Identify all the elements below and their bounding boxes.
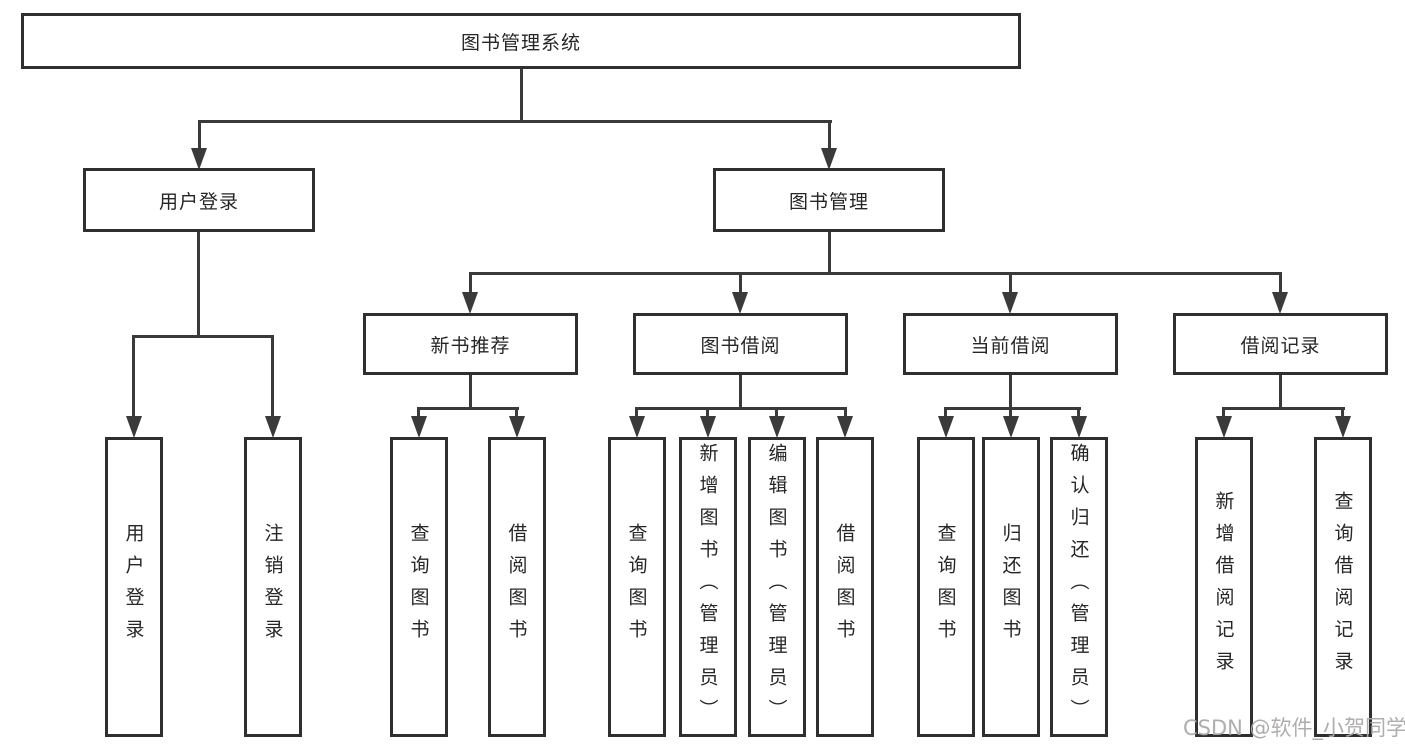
leaf-label: 注销登录 [261, 523, 284, 651]
connector-line [198, 120, 201, 151]
arrowhead-down-icon [1272, 292, 1288, 314]
connector-line [844, 407, 847, 419]
leaf-return-books: 归还图书 [982, 437, 1040, 737]
node-label: 当前借阅 [970, 334, 1051, 357]
arrowhead-down-icon [938, 416, 954, 438]
arrowhead-down-icon [821, 148, 837, 170]
connector-line [469, 272, 472, 295]
connector-line [828, 120, 831, 151]
connector-line [1009, 407, 1012, 419]
arrowhead-down-icon [265, 416, 281, 438]
connector-line [271, 335, 274, 419]
connector-line [635, 407, 847, 410]
arrowhead-down-icon [732, 292, 748, 314]
node-label: 新书推荐 [430, 334, 511, 357]
connector-line [1222, 407, 1225, 419]
node-book-borrowing: 图书借阅 [633, 313, 848, 375]
arrowhead-down-icon [769, 416, 785, 438]
connector-line [132, 335, 135, 419]
connector-line [198, 120, 832, 123]
node-current-borrowing: 当前借阅 [903, 313, 1118, 375]
leaf-label: 查询借阅记录 [1331, 491, 1354, 683]
node-book-management: 图书管理 [713, 168, 945, 232]
connector-line [944, 407, 1081, 410]
leaf-label: 编辑图书（管理员） [765, 443, 788, 731]
leaf-logout: 注销登录 [244, 437, 302, 737]
connector-line [417, 407, 519, 410]
connector-line [1009, 375, 1012, 407]
arrowhead-down-icon [1335, 416, 1351, 438]
connector-line [417, 407, 420, 419]
leaf-label: 查询图书 [407, 523, 430, 651]
arrowhead-down-icon [509, 416, 525, 438]
leaf-label: 借阅图书 [833, 523, 856, 651]
connector-line [1009, 272, 1012, 295]
connector-line [520, 69, 523, 120]
connector-line [515, 407, 518, 419]
arrowhead-down-icon [700, 416, 716, 438]
connector-line [828, 232, 831, 272]
leaf-borrow-books-2: 借阅图书 [816, 437, 874, 737]
connector-line [775, 407, 778, 419]
arrowhead-down-icon [1071, 416, 1087, 438]
leaf-add-borrow-record: 新增借阅记录 [1195, 437, 1253, 737]
leaf-label: 确认归还（管理员） [1067, 443, 1090, 731]
connector-line [1279, 272, 1282, 295]
leaf-label: 新增图书（管理员） [696, 443, 719, 731]
leaf-borrow-books-1: 借阅图书 [488, 437, 546, 737]
arrowhead-down-icon [411, 416, 427, 438]
node-label: 用户登录 [158, 190, 239, 213]
node-label: 图书管理系统 [460, 31, 581, 54]
connector-line [739, 272, 742, 295]
leaf-label: 归还图书 [999, 523, 1022, 651]
node-user-login: 用户登录 [83, 168, 315, 232]
connector-line [739, 375, 742, 407]
leaf-edit-books-admin: 编辑图书（管理员） [748, 437, 806, 737]
leaf-user-login: 用户登录 [105, 437, 163, 737]
leaf-query-books-1: 查询图书 [390, 437, 448, 737]
connector-line [132, 335, 274, 338]
arrowhead-down-icon [1002, 292, 1018, 314]
arrowhead-down-icon [191, 148, 207, 170]
connector-line [1279, 375, 1282, 407]
leaf-query-books-2: 查询图书 [608, 437, 666, 737]
leaf-label: 借阅图书 [505, 523, 528, 651]
node-borrowing-records: 借阅记录 [1173, 313, 1388, 375]
node-label: 图书借阅 [700, 334, 781, 357]
connector-line [1222, 407, 1345, 410]
connector-line [469, 272, 1282, 275]
leaf-query-borrow-record: 查询借阅记录 [1314, 437, 1372, 737]
arrowhead-down-icon [126, 416, 142, 438]
leaf-label: 新增借阅记录 [1212, 491, 1235, 683]
arrowhead-down-icon [462, 292, 478, 314]
leaf-add-books-admin: 新增图书（管理员） [679, 437, 737, 737]
csdn-watermark: CSDN @软件_小贺同学 [1183, 716, 1405, 740]
leaf-query-books-3: 查询图书 [917, 437, 975, 737]
connector-line [635, 407, 638, 419]
connector-line [706, 407, 709, 419]
leaf-label: 用户登录 [122, 523, 145, 651]
connector-line [469, 375, 472, 407]
leaf-label: 查询图书 [625, 523, 648, 651]
connector-line [1341, 407, 1344, 419]
node-new-book-recommendation: 新书推荐 [363, 313, 578, 375]
connector-line [197, 232, 200, 335]
connector-line [944, 407, 947, 419]
connector-line [1077, 407, 1080, 419]
node-label: 图书管理 [788, 190, 869, 213]
arrowhead-down-icon [1003, 416, 1019, 438]
arrowhead-down-icon [837, 416, 853, 438]
node-label: 借阅记录 [1240, 334, 1321, 357]
node-library-management-system: 图书管理系统 [21, 13, 1021, 69]
leaf-confirm-return-admin: 确认归还（管理员） [1050, 437, 1108, 737]
arrowhead-down-icon [629, 416, 645, 438]
leaf-label: 查询图书 [934, 523, 957, 651]
arrowhead-down-icon [1216, 416, 1232, 438]
